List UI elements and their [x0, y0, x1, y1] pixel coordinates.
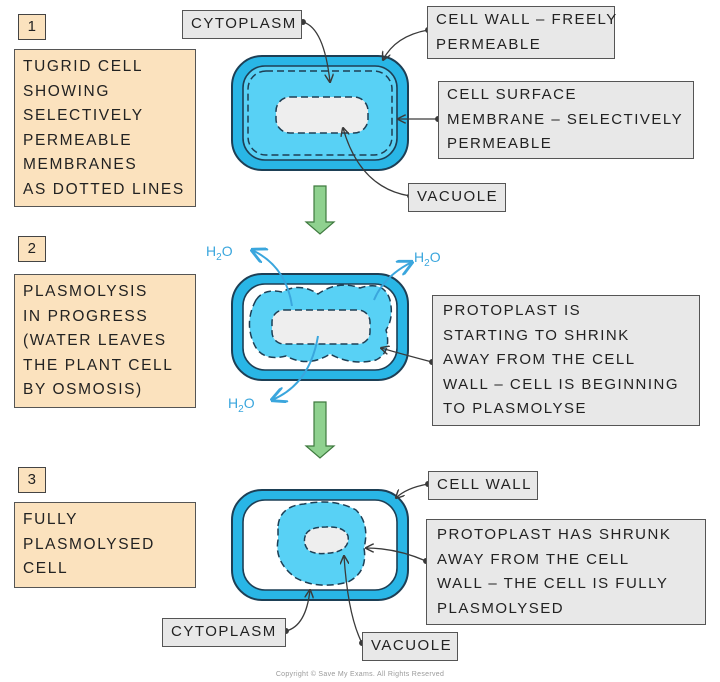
water-label-1: H2O: [206, 243, 233, 263]
stage-1-line: SHOWING: [23, 82, 110, 100]
cell-membrane-1: [247, 70, 393, 156]
water-arrow-3: [272, 335, 319, 400]
stage-2-description: PLASMOLYSIS IN PROGRESS (WATER LEAVES TH…: [14, 274, 196, 408]
label-protoplast-2: PROTOPLAST IS STARTING TO SHRINK AWAY FR…: [432, 295, 700, 426]
water-arrow-2: [373, 262, 412, 301]
water-label-3: H2O: [228, 395, 255, 415]
stage-2-line: IN PROGRESS: [23, 307, 149, 325]
label-cell-wall-1: CELL WALL – FREELY PERMEABLE: [427, 6, 616, 59]
label-vacuole-1: VACUOLE: [408, 183, 506, 212]
vacuole-2: [271, 309, 371, 345]
label-vacuole-3: VACUOLE: [362, 632, 458, 661]
water-arrow-1: [252, 250, 293, 307]
label-cytoplasm-1: CYTOPLASM: [182, 10, 302, 39]
stage-1-line: PERMEABLE: [23, 131, 133, 149]
progression-arrow-2: [304, 401, 336, 459]
stage-2-line: PLASMOLYSIS: [23, 283, 148, 300]
copyright-notice: Copyright © Save My Exams. All Rights Re…: [275, 671, 445, 678]
progression-arrow-1: [304, 185, 336, 235]
stage-1-description: TUGRID CELL SHOWING SELECTIVELY PERMEABL…: [14, 49, 196, 207]
label-cell-membrane-1: CELL SURFACE MEMBRANE – SELECTIVELY PERM…: [438, 81, 694, 159]
stage-2-line: (WATER LEAVES: [23, 332, 167, 350]
label-cell-wall-3: CELL WALL: [428, 471, 538, 500]
vacuole-3: [303, 526, 349, 555]
stage-3-number: 3: [18, 467, 46, 493]
stage-1-line: MEMBRANES: [23, 156, 138, 174]
stage-3-line: PLASMOLYSED: [23, 535, 155, 553]
label-cytoplasm-3: CYTOPLASM: [162, 618, 286, 647]
label-protoplast-3: PROTOPLAST HAS SHRUNK AWAY FROM THE CELL…: [426, 519, 706, 625]
stage-1-line: TUGRID CELL: [23, 58, 144, 75]
stage-2-line: THE PLANT CELL: [23, 356, 174, 374]
cell-3: [231, 489, 409, 601]
stage-2-number: 2: [18, 236, 46, 262]
cell-1: [231, 55, 409, 171]
stage-1-line: AS DOTTED LINES: [23, 180, 185, 198]
stage-1-number: 1: [18, 14, 46, 40]
stage-2-line: BY OSMOSIS): [23, 381, 143, 399]
stage-1-line: SELECTIVELY: [23, 107, 144, 125]
stage-3-description: FULLY PLASMOLYSED CELL: [14, 502, 196, 588]
stage-3-line: FULLY: [23, 511, 79, 528]
water-label-2: H2O: [414, 249, 441, 269]
cell-2: [231, 250, 412, 400]
vacuole-1: [275, 96, 369, 134]
stage-3-line: CELL: [23, 560, 69, 578]
